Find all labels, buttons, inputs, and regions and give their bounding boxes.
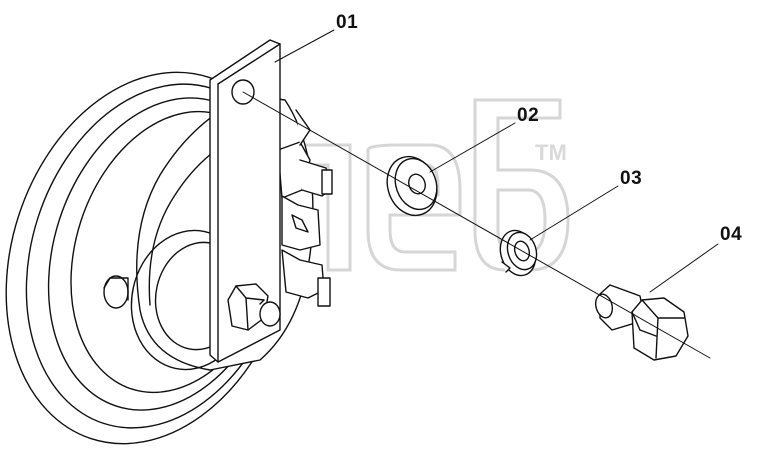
bracket-nut — [227, 283, 281, 331]
assembly-axis-line — [242, 91, 711, 359]
callout-01: 01 — [336, 12, 359, 33]
leader-line-04 — [649, 243, 719, 293]
horn-side-stud — [103, 275, 129, 309]
horn-assembly — [5, 39, 333, 445]
leader-line-02 — [429, 122, 516, 173]
spring-washer — [499, 229, 538, 277]
callout-03: 03 — [620, 168, 643, 189]
flat-washer — [386, 155, 438, 217]
leader-line-01 — [274, 29, 335, 63]
horn-terminals — [277, 109, 333, 307]
hex-bolt — [594, 284, 689, 361]
callout-02: 02 — [517, 105, 540, 126]
leader-lines — [274, 29, 719, 293]
callout-04: 04 — [720, 224, 743, 245]
drawing-linework — [5, 29, 719, 445]
watermark-tm: TM — [535, 140, 567, 165]
leader-line-03 — [529, 185, 619, 241]
